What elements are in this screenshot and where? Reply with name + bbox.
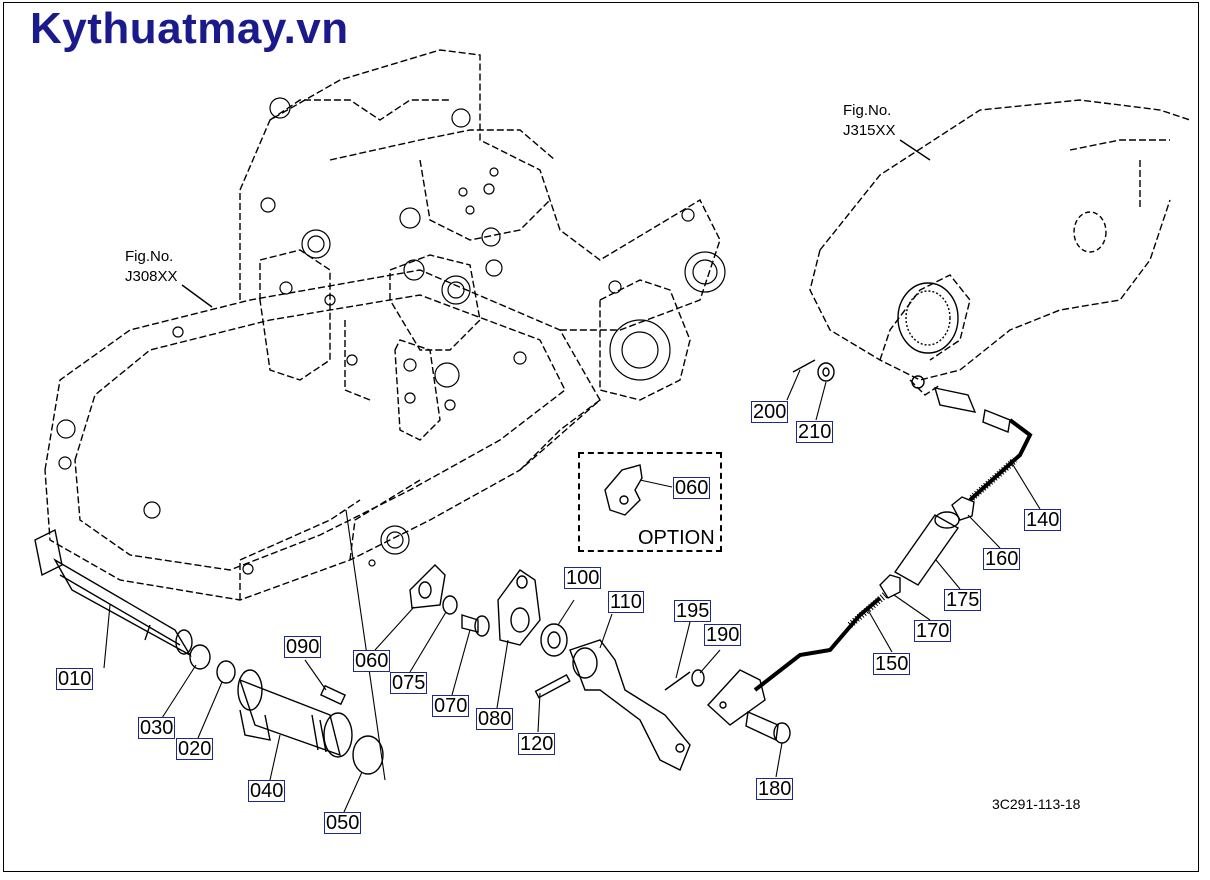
arm-spline — [897, 211, 1107, 389]
part-washer-210 — [817, 362, 835, 382]
part-label-020[interactable]: 020 — [176, 738, 214, 760]
part-shaft — [34, 528, 193, 657]
part-sleeve — [237, 669, 353, 758]
option-plate — [604, 464, 643, 516]
part-bolt — [461, 614, 490, 637]
part-label-150[interactable]: 150 — [873, 653, 911, 675]
part-label-170[interactable]: 170 — [914, 620, 952, 642]
part-label-100[interactable]: 100 — [564, 567, 602, 589]
part-o-ring — [216, 660, 236, 684]
part-spring-pin — [534, 673, 571, 699]
drawing-code: 3C291-113-18 — [992, 796, 1081, 812]
part-label-075[interactable]: 075 — [390, 672, 428, 694]
part-rod-150 — [753, 596, 882, 692]
housing-holes — [56, 97, 726, 575]
part-plate — [409, 564, 446, 609]
fig-right-number: J315XX — [843, 122, 896, 139]
fig-left-leader — [181, 284, 213, 308]
fig-right-title: Fig.No. — [843, 102, 892, 119]
part-label-160[interactable]: 160 — [983, 548, 1021, 570]
part-label-120[interactable]: 120 — [518, 733, 556, 755]
part-label-060-option[interactable]: 060 — [673, 477, 711, 499]
part-washer-100 — [540, 623, 568, 657]
part-washer-100-hole — [547, 631, 561, 649]
part-plate-hole — [418, 581, 432, 599]
part-washer-210-hole — [822, 367, 830, 377]
option-label: OPTION — [638, 527, 715, 549]
part-label-200[interactable]: 200 — [751, 401, 789, 423]
part-label-050[interactable]: 050 — [324, 812, 362, 834]
part-label-060[interactable]: 060 — [353, 650, 391, 672]
part-lever — [569, 639, 691, 771]
fig-left-title: Fig.No. — [125, 248, 174, 265]
part-rod-140-end — [982, 409, 1011, 433]
housing-assembly — [44, 49, 721, 601]
part-label-030[interactable]: 030 — [138, 717, 176, 739]
lift-arm — [809, 99, 1191, 396]
part-lever-plate — [497, 569, 541, 646]
part-snap-ring — [189, 644, 211, 670]
part-label-070[interactable]: 070 — [432, 695, 470, 717]
option-box — [578, 452, 722, 552]
part-clevis — [707, 669, 766, 726]
part-nut-160 — [951, 496, 975, 521]
watermark-logo: Kythuatmay.vn — [30, 4, 349, 53]
part-oring-050 — [352, 735, 384, 775]
fig-right-leader — [899, 139, 931, 161]
part-label-180[interactable]: 180 — [756, 778, 794, 800]
part-washer — [442, 595, 458, 615]
part-label-090[interactable]: 090 — [284, 636, 322, 658]
part-label-040[interactable]: 040 — [248, 780, 286, 802]
part-pin-200 — [792, 359, 816, 373]
part-label-080[interactable]: 080 — [476, 708, 514, 730]
part-label-010[interactable]: 010 — [56, 668, 94, 690]
part-label-195[interactable]: 195 — [674, 600, 712, 622]
part-washer-190 — [691, 669, 705, 687]
part-clevis-pin — [745, 710, 791, 744]
leader-lines — [103, 369, 1041, 813]
part-bushing — [933, 387, 977, 413]
drawing-frame — [3, 2, 1199, 872]
part-label-140[interactable]: 140 — [1024, 509, 1062, 531]
part-turnbuckle — [893, 511, 960, 586]
part-label-110[interactable]: 110 — [608, 591, 644, 613]
fig-left-number: J308XX — [125, 268, 178, 285]
part-label-175[interactable]: 175 — [944, 589, 982, 611]
part-nut-170 — [879, 574, 901, 599]
part-label-190[interactable]: 190 — [704, 624, 742, 646]
part-rod-140 — [968, 418, 1033, 502]
part-cotter-pin — [664, 671, 691, 691]
part-key — [319, 684, 347, 706]
part-label-210[interactable]: 210 — [796, 421, 834, 443]
part-rod-140-thread — [969, 457, 1018, 501]
